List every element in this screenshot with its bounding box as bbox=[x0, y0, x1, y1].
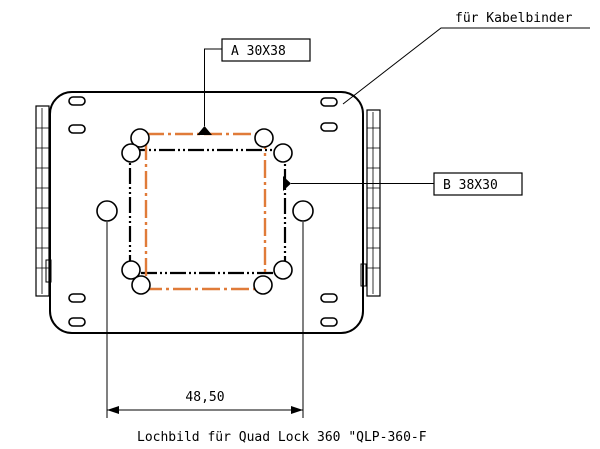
caption: Lochbild für Quad Lock 360 "QLP-360-F bbox=[137, 430, 427, 445]
leader-a bbox=[204, 48, 222, 126]
cable-tie-label: für Kabelbinder bbox=[455, 11, 573, 26]
dimension-value: 48,50 bbox=[185, 390, 224, 405]
right-rail bbox=[360, 109, 381, 297]
mount-plate bbox=[49, 91, 364, 334]
marker-a-triangle bbox=[197, 126, 212, 135]
dimension-arrow-right bbox=[291, 406, 303, 414]
leader-cable-tie bbox=[342, 27, 590, 105]
pattern-b-outline bbox=[128, 148, 287, 275]
label-a-text: A 30X38 bbox=[231, 44, 286, 59]
label-b-text: B 38X30 bbox=[443, 178, 498, 193]
marker-b-triangle bbox=[283, 176, 291, 191]
label-box-a bbox=[221, 38, 311, 62]
dimension-arrow-left bbox=[107, 406, 119, 414]
mounting-holes bbox=[96, 128, 314, 295]
left-rail bbox=[35, 105, 52, 297]
cable-tie-slots-right bbox=[320, 97, 338, 327]
pattern-a-outline bbox=[144, 132, 267, 291]
cable-tie-slots-left bbox=[68, 96, 86, 327]
label-box-b bbox=[433, 172, 523, 196]
